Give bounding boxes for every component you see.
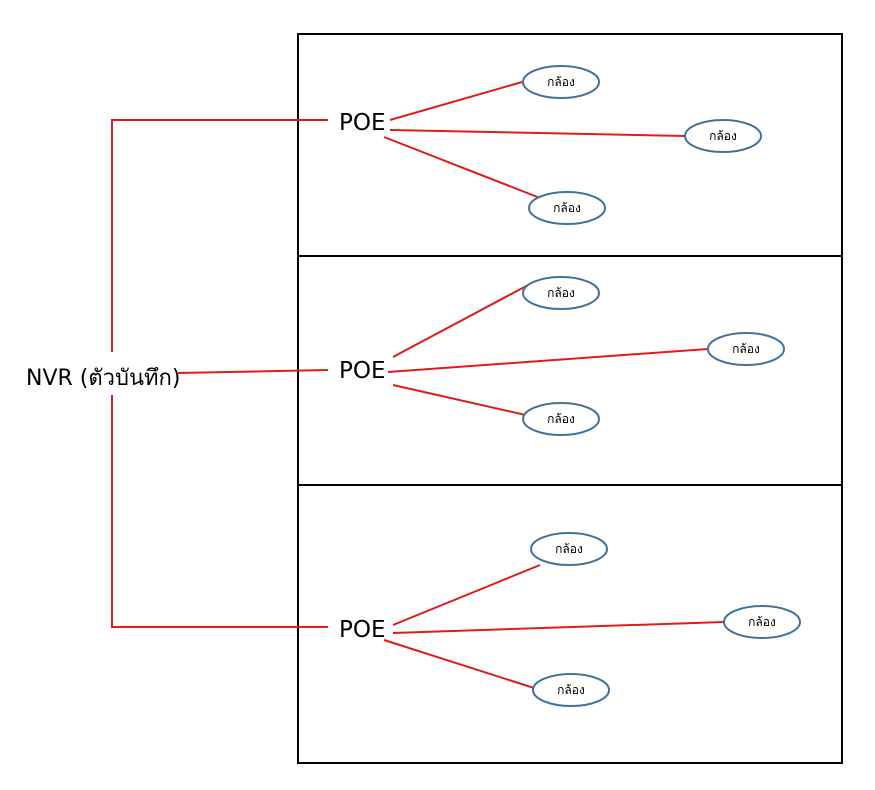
camera-link [392,283,531,358]
camera-link [387,348,709,373]
camera-link [383,136,541,199]
camera-ellipse [684,119,762,153]
camera-node: กล้อง [522,276,600,310]
camera-label: กล้อง [557,683,585,697]
nvr-link-top [111,119,328,352]
camera-label: กล้อง [547,412,575,426]
camera-ellipse [723,605,801,639]
diagram-frame [297,33,843,764]
camera-ellipse [528,191,606,225]
camera-ellipse [532,673,610,707]
camera-node: กล้อง [528,191,606,225]
camera-ellipse [522,276,600,310]
camera-link [392,384,531,417]
camera-ellipse [522,65,600,99]
camera-node: กล้อง [532,673,610,707]
camera-node: กล้อง [723,605,801,639]
nvr-link-middle [177,369,329,374]
camera-node: กล้อง [707,332,785,366]
nvr-link-bottom [111,395,328,628]
camera-label: กล้อง [748,615,776,629]
camera-ellipse [707,332,785,366]
camera-node: กล้อง [522,402,600,436]
camera-node: กล้อง [684,119,762,153]
camera-link [383,639,535,689]
camera-label: กล้อง [547,286,575,300]
camera-link [389,81,523,121]
camera-link [392,621,725,634]
nvr-label: NVR (ตัวบันทึก) [26,366,180,391]
camera-label: กล้อง [732,342,760,356]
camera-label: กล้อง [709,129,737,143]
poe-label: POE [339,110,386,136]
camera-ellipse [522,402,600,436]
camera-node: กล้อง [522,65,600,99]
camera-ellipse [530,532,608,566]
camera-link [392,564,541,626]
poe-label: POE [339,617,386,643]
camera-label: กล้อง [555,542,583,556]
camera-label: กล้อง [547,75,575,89]
camera-label: กล้อง [553,201,581,215]
camera-link [389,129,687,137]
poe-label: POE [339,358,386,384]
camera-node: กล้อง [530,532,608,566]
